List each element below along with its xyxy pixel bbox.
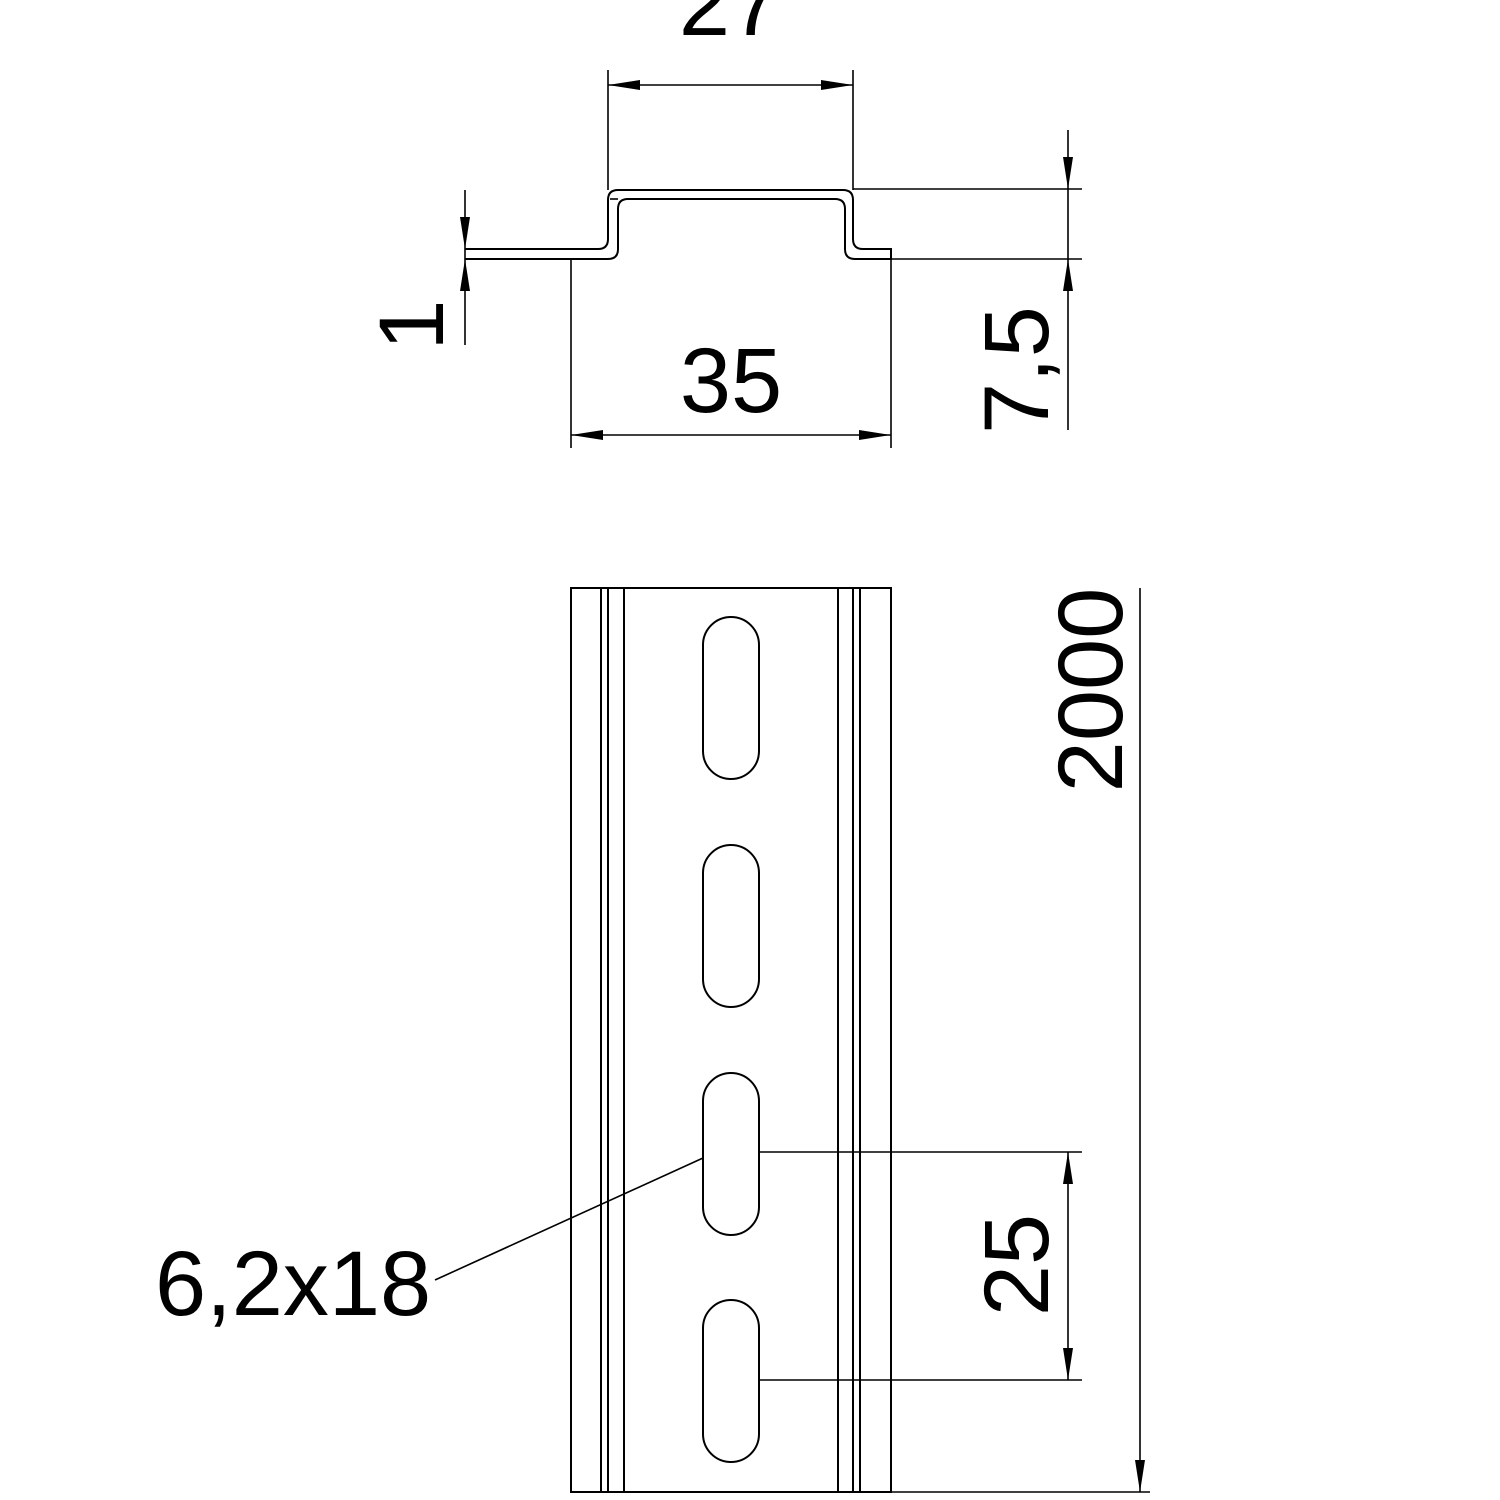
dimension-thickness: 1 bbox=[361, 190, 470, 351]
dim-slot-pitch-label: 25 bbox=[966, 1214, 1068, 1316]
dimension-slot-pitch: 25 bbox=[759, 1151, 1082, 1381]
rail-profile bbox=[465, 189, 892, 260]
slot-size-callout: 6,2x18 bbox=[155, 1157, 704, 1335]
dim-thickness-label: 1 bbox=[361, 299, 463, 350]
slot bbox=[702, 844, 760, 1008]
dimension-top-width: 27 bbox=[607, 0, 854, 190]
slot bbox=[702, 1072, 760, 1236]
dim-top-width-label: 27 bbox=[679, 0, 781, 55]
dimension-bottom-width: 35 bbox=[570, 259, 892, 448]
slot bbox=[702, 1299, 760, 1463]
dim-height-label: 7,5 bbox=[966, 306, 1068, 434]
slot bbox=[702, 616, 760, 780]
dimension-height: 7,5 bbox=[853, 130, 1082, 434]
slot-size-label: 6,2x18 bbox=[155, 1233, 431, 1335]
rail-front-view bbox=[570, 587, 892, 1493]
dim-length-label: 2000 bbox=[1040, 588, 1142, 793]
dimension-length: 2000 bbox=[891, 588, 1150, 1493]
dim-bottom-width-label: 35 bbox=[680, 330, 782, 432]
